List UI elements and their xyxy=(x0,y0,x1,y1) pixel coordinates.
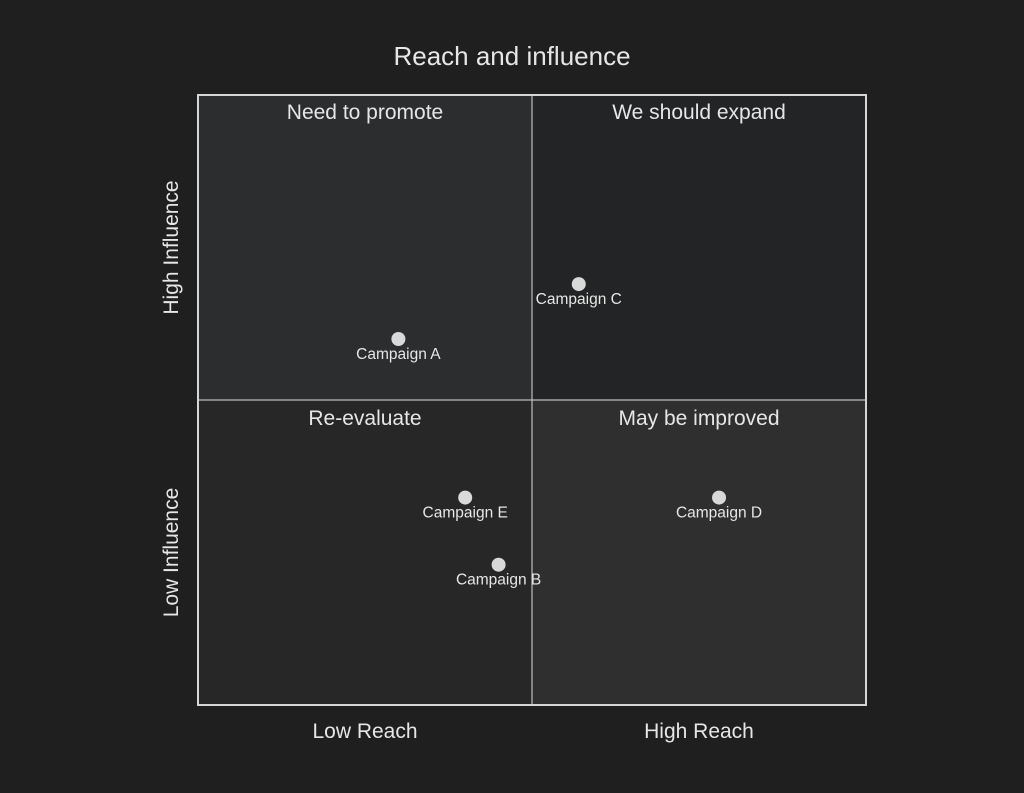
chart-title: Reach and influence xyxy=(393,41,630,71)
point-campaign-d xyxy=(712,490,727,505)
y-axis-low-label: Low Influence xyxy=(160,488,183,618)
point-label-campaign-b: Campaign B xyxy=(456,572,541,589)
quadrant-title-may-be-improved: May be improved xyxy=(618,407,779,430)
point-label-campaign-c: Campaign C xyxy=(536,291,622,308)
quadrant-re-evaluate xyxy=(198,400,532,705)
y-axis-high-label: High Influence xyxy=(160,180,183,314)
plot-border xyxy=(197,94,867,706)
quadrant-need-to-promote xyxy=(198,95,532,400)
quadrant-title-need-to-promote: Need to promote xyxy=(287,101,443,124)
point-campaign-e xyxy=(458,490,473,505)
quadrant-title-re-evaluate: Re-evaluate xyxy=(308,407,421,430)
quadrant-title-we-should-expand: We should expand xyxy=(612,101,786,124)
point-campaign-c xyxy=(571,277,586,292)
point-campaign-a xyxy=(391,332,406,346)
point-label-campaign-a: Campaign A xyxy=(356,346,441,363)
quadrant-may-be-improved xyxy=(532,400,866,705)
quadrant-we-should-expand xyxy=(532,95,866,400)
point-campaign-b xyxy=(491,557,506,572)
point-label-campaign-d: Campaign D xyxy=(676,505,762,522)
x-axis-high-label: High Reach xyxy=(644,720,754,743)
data-points: Campaign A Campaign B Campaign C Campaign D… xyxy=(356,277,762,589)
x-axis-low-label: Low Reach xyxy=(312,720,417,743)
point-label-campaign-e: Campaign E xyxy=(423,505,508,522)
